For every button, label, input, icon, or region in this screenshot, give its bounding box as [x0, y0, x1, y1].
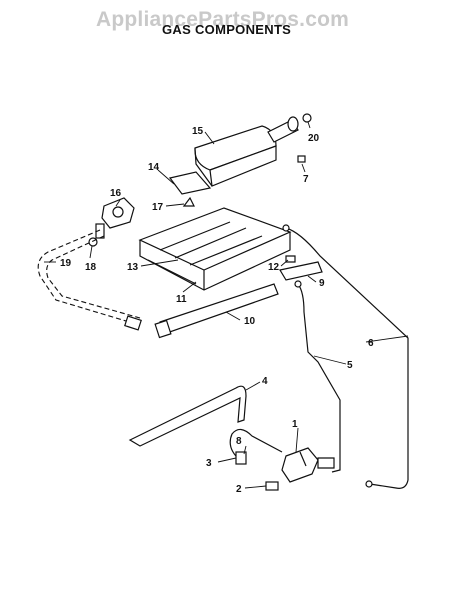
callout-1: 1 [292, 419, 298, 430]
callout-4: 4 [262, 376, 268, 387]
part-14-bracket [168, 171, 212, 195]
callout-12: 12 [268, 262, 280, 273]
part-1-regulator [281, 447, 335, 483]
callout-11: 11 [176, 294, 187, 305]
watermark: AppliancePartsPros.com [96, 8, 349, 31]
part-17-screw [182, 196, 195, 207]
callout-5: 5 [347, 360, 353, 371]
callout-20: 20 [308, 133, 320, 144]
callout-13: 13 [127, 262, 139, 273]
callout-18: 18 [85, 262, 97, 273]
part-3-line [229, 428, 283, 461]
part-12-screw [285, 255, 296, 263]
part-2-fitting [265, 481, 279, 491]
callouts: 1 2 3 4 5 6 7 8 9 10 11 12 13 14 15 16 1… [60, 126, 374, 495]
part-4-tube [128, 385, 247, 447]
part-5-tube [297, 283, 341, 473]
part-19-gas-line [37, 229, 142, 331]
part-16-valve [95, 197, 135, 239]
callout-16: 16 [110, 188, 122, 199]
callout-6: 6 [368, 338, 374, 349]
callout-7: 7 [303, 174, 309, 185]
part-10-tube [154, 283, 279, 339]
part-20-nut [302, 113, 312, 123]
part-6-tube [285, 227, 409, 489]
callout-14: 14 [148, 162, 160, 173]
part-9-bracket [279, 261, 323, 281]
callout-15: 15 [192, 126, 204, 137]
part-7-fitting [297, 155, 306, 163]
callout-2: 2 [236, 484, 242, 495]
callout-8: 8 [236, 436, 242, 447]
callout-3: 3 [206, 458, 212, 469]
callout-19: 19 [60, 258, 72, 269]
part-15-burner [194, 116, 299, 187]
leader-lines [44, 121, 409, 489]
diagram-title: GAS COMPONENTS [162, 22, 292, 37]
callout-9: 9 [319, 278, 325, 289]
callout-10: 10 [244, 316, 256, 327]
callout-17: 17 [152, 202, 164, 213]
part-11-shield [138, 207, 292, 291]
